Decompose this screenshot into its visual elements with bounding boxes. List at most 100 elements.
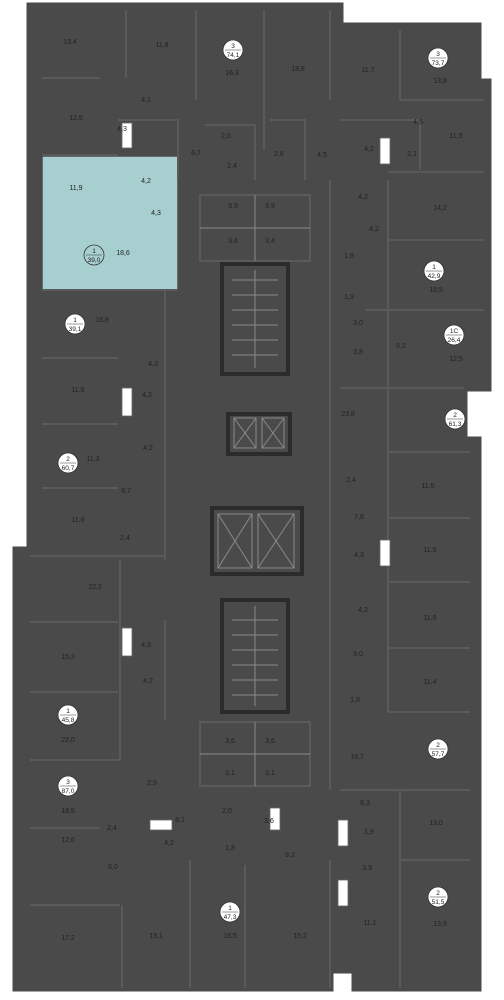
- room-area-label: 2,1: [407, 151, 417, 158]
- room-area-label: 3,4: [265, 238, 275, 245]
- room-area-label: 7,8: [354, 514, 364, 521]
- apartment-rooms: 2: [436, 890, 440, 897]
- apartment-area: 45,8: [62, 717, 75, 724]
- apartment-area: 42,9: [428, 273, 441, 280]
- room-area-label: 4,2: [369, 226, 379, 233]
- room-area-label: 12,6: [61, 837, 75, 844]
- room-area-label: 3,9: [228, 203, 238, 210]
- room-area-label: 22,3: [88, 584, 102, 591]
- room-area-label: 18,8: [95, 317, 109, 324]
- room-area-label: 18,5: [223, 933, 237, 940]
- apartment-area: 87,0: [62, 788, 75, 795]
- apartment-area: 61,3: [449, 421, 462, 428]
- apartment-area: 47,3: [224, 914, 237, 921]
- room-area-label: 16,3: [225, 70, 239, 77]
- room-area-label: 11,5: [449, 133, 462, 140]
- apartment-area: 57,7: [432, 751, 445, 758]
- room-area-label: 19,7: [350, 754, 364, 761]
- interior-partitions: [30, 10, 484, 988]
- apartment-rooms: 3: [436, 51, 440, 58]
- apartment-badge: 373,7: [427, 47, 449, 69]
- room-area-label: 3,0: [353, 320, 363, 327]
- room-area-label: 2,9: [147, 780, 157, 787]
- room-area-label: 4,2: [143, 445, 153, 452]
- apartment-badge: 147,3: [219, 901, 241, 923]
- room-area-label: 2,0: [222, 808, 232, 815]
- stair-core-bottom: [220, 598, 290, 714]
- elevator-large: [210, 506, 304, 576]
- room-area-label: 4,5: [413, 119, 423, 126]
- room-area-label: 18,5: [61, 808, 75, 815]
- room-area-label: 4,2: [141, 178, 151, 185]
- room-area-label: 22,0: [61, 737, 75, 744]
- apartment-area: 51,5: [432, 899, 445, 906]
- room-area-label: 2,4: [120, 535, 130, 542]
- room-area-label: 4,1: [141, 97, 151, 104]
- apartment-rooms: 1: [66, 708, 70, 715]
- room-area-label: 4,3: [141, 642, 151, 649]
- room-area-label: 11,5: [423, 547, 436, 554]
- room-area-label: 9,0: [353, 651, 363, 658]
- apartment-rooms: 1: [432, 264, 436, 271]
- apartment-rooms: 3: [66, 779, 70, 786]
- room-area-label: 11,6: [423, 615, 436, 622]
- room-area-label: 2,4: [346, 477, 356, 484]
- room-area-label: 18,8: [291, 66, 305, 73]
- bath-fixtures: [121, 122, 391, 907]
- room-area-label: 4,3: [354, 552, 364, 559]
- room-area-label: 18,6: [116, 250, 130, 257]
- room-area-label: 13,9: [433, 921, 447, 928]
- room-area-label: 11,3: [86, 456, 99, 463]
- room-area-label: 11,9: [69, 185, 82, 192]
- apartment-rooms: 1: [228, 905, 232, 912]
- room-area-label: 4,2: [142, 392, 152, 399]
- room-area-label: 13,8: [433, 78, 447, 85]
- room-area-label: 8,1: [175, 817, 185, 824]
- apartment-area: 39,0: [88, 257, 101, 264]
- apartment-badge: 139,1: [64, 313, 86, 335]
- room-area-label: 11,7: [361, 67, 374, 74]
- room-area-label: 4,3: [117, 126, 127, 133]
- room-area-label: 18,5: [429, 287, 443, 294]
- apartment-area: 74,1: [227, 52, 240, 59]
- room-area-label: 11,8: [155, 42, 168, 49]
- room-area-label: 12,5: [69, 115, 83, 122]
- room-area-label: 11,1: [363, 920, 376, 927]
- room-area-label: 6,7: [191, 150, 201, 157]
- room-area-label: 12,5: [449, 356, 463, 363]
- room-area-label: 11,5: [421, 483, 434, 490]
- room-area-label: 3,6: [225, 738, 235, 745]
- room-area-label: 1,8: [344, 253, 354, 260]
- apartment-badge: 257,7: [427, 738, 449, 760]
- room-area-label: 4,2: [164, 840, 174, 847]
- room-area-label: 4,2: [143, 678, 153, 685]
- room-area-label: 4,3: [148, 361, 158, 368]
- room-area-label: 2,4: [107, 825, 117, 832]
- room-area-label: 14,2: [433, 205, 447, 212]
- selected-apartment-highlight[interactable]: [41, 155, 179, 291]
- room-area-label: 3,3: [362, 865, 372, 872]
- room-area-label: 11,8: [71, 517, 84, 524]
- room-area-label: 4,2: [358, 607, 368, 614]
- apartment-badge: 261,3: [444, 408, 466, 430]
- room-area-label: 3,6: [265, 738, 275, 745]
- apartment-rooms: 1С: [450, 328, 459, 335]
- room-area-label: 3,1: [265, 770, 275, 777]
- apartment-area: 26,4: [448, 337, 461, 344]
- apartment-rooms: 2: [66, 456, 70, 463]
- room-area-label: 11,8: [71, 387, 84, 394]
- apartment-area: 39,1: [69, 326, 82, 333]
- room-area-label: 2,6: [274, 151, 284, 158]
- room-area-label: 8,2: [285, 852, 295, 859]
- room-area-label: 6,0: [108, 864, 118, 871]
- room-area-label: 23,8: [341, 411, 355, 418]
- building-outer-walls: [12, 2, 492, 992]
- apartment-rooms: 1: [73, 317, 77, 324]
- apartment-badge[interactable]: 139,0: [83, 244, 105, 266]
- apartment-rooms: 2: [453, 412, 457, 419]
- apartment-badge: 251,5: [427, 886, 449, 908]
- corridor-utility-rooms: [199, 194, 311, 787]
